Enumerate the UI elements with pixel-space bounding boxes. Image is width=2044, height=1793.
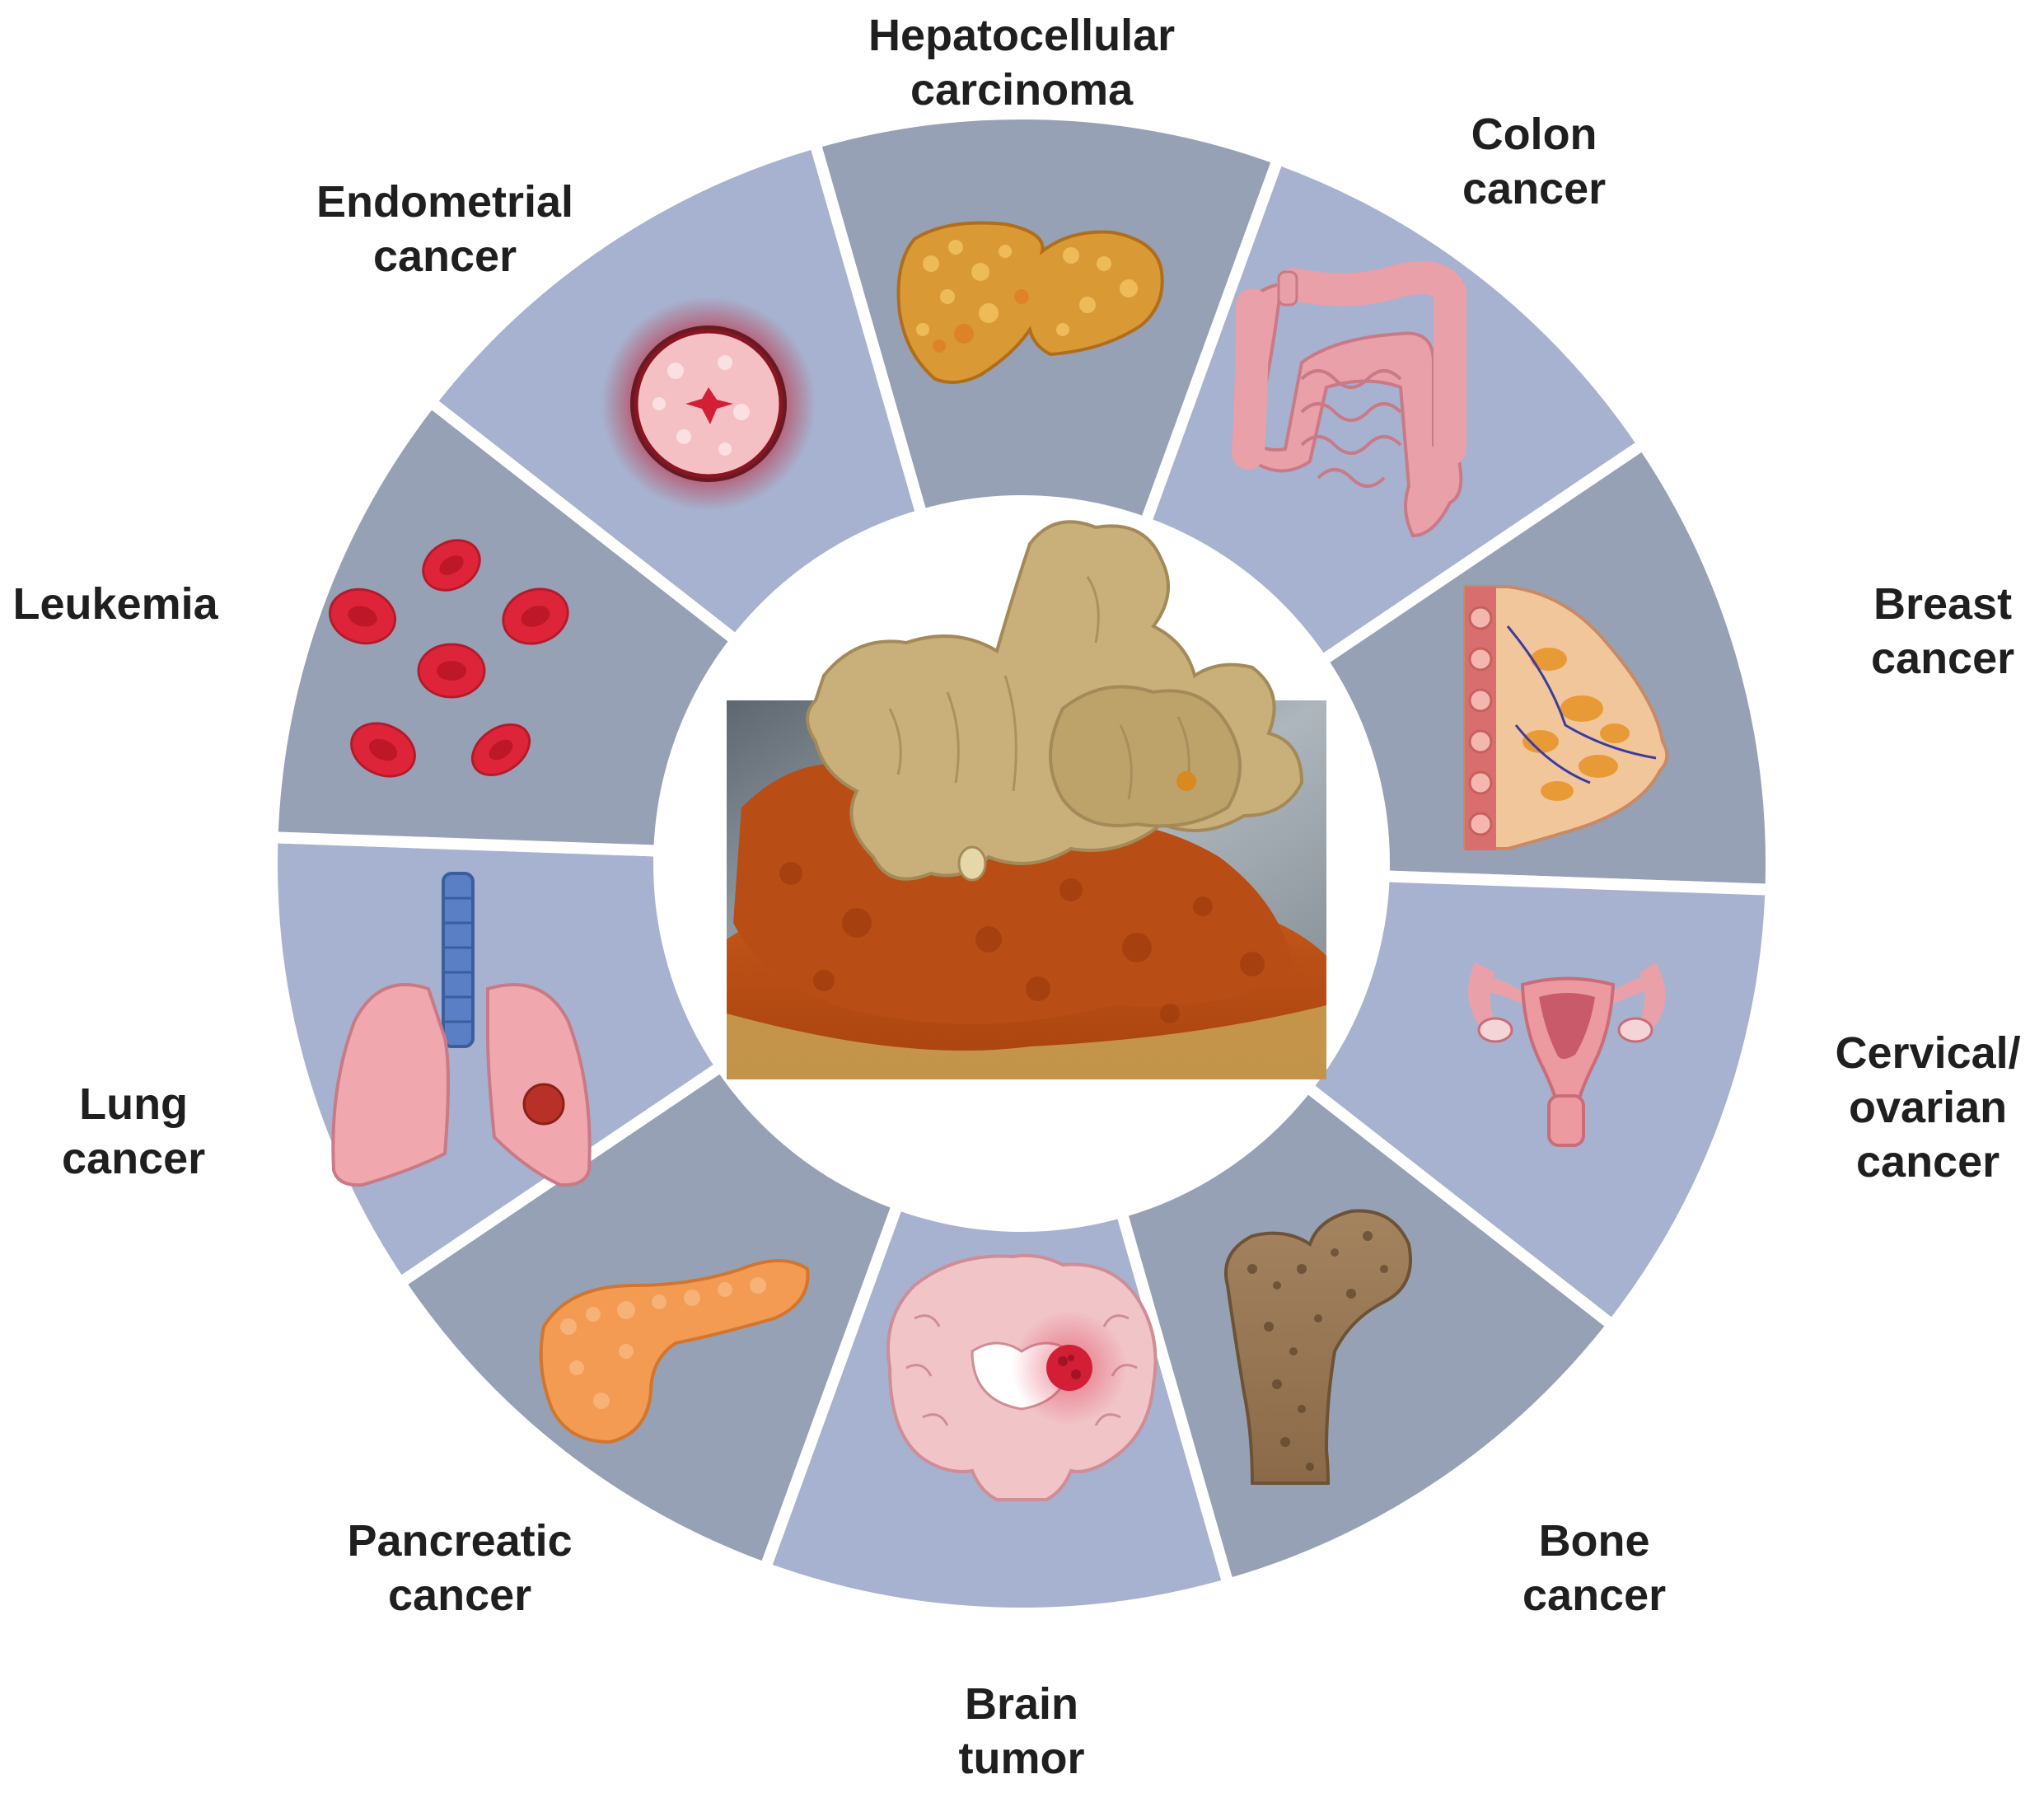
label-line: Pancreatic	[347, 1516, 573, 1566]
endometrium-icon	[601, 297, 816, 511]
intestines-icon	[1232, 261, 1466, 538]
liver-icon	[896, 221, 1164, 384]
label-line: Breast	[1873, 579, 2013, 629]
label-endometrial: Endometrial cancer	[316, 175, 573, 283]
label-line: tumor	[958, 1734, 1085, 1783]
label-leukemia: Leukemia	[13, 577, 218, 631]
ginger-turmeric-image	[727, 520, 1326, 1079]
femur-bone-icon	[1224, 1209, 1412, 1485]
label-line: ovarian	[1849, 1083, 2008, 1132]
label-lung: Lung cancer	[62, 1077, 205, 1186]
label-line: cancer	[62, 1134, 206, 1183]
label-line: cancer	[1522, 1571, 1667, 1620]
label-cervical-ovarian: Cervical/ovarian cancer	[1836, 1026, 2021, 1189]
label-line: Hepatocellular	[868, 11, 1176, 60]
label-line: Brain	[964, 1679, 1079, 1729]
lungs-icon	[331, 872, 592, 1187]
label-line: Leukemia	[12, 579, 218, 629]
label-line: Bone	[1538, 1516, 1650, 1566]
brain-icon	[886, 1253, 1158, 1501]
label-line: Endometrial	[316, 177, 574, 227]
label-breast: Breast cancer	[1871, 577, 2014, 686]
label-line: cancer	[1856, 1137, 2000, 1187]
label-line: carcinoma	[910, 65, 1134, 115]
label-hepatocellular: Hepatocellular carcinoma	[868, 8, 1175, 117]
label-colon: Colon cancer	[1462, 107, 1606, 216]
label-line: Lung	[79, 1079, 189, 1129]
label-pancreatic: Pancreatic cancer	[348, 1514, 573, 1622]
breast-icon	[1463, 585, 1669, 850]
label-line: Colon	[1471, 110, 1597, 159]
pancreas-icon	[539, 1259, 810, 1444]
label-line: Cervical/	[1835, 1028, 2021, 1078]
label-line: cancer	[388, 1571, 532, 1620]
red-blood-cells-icon	[328, 539, 569, 778]
label-line: cancer	[1871, 634, 2015, 683]
uterus-icon	[1468, 962, 1666, 1147]
label-line: cancer	[372, 232, 517, 281]
label-brain: Brain tumor	[959, 1677, 1085, 1786]
label-line: cancer	[1462, 164, 1607, 213]
label-bone: Bone cancer	[1522, 1514, 1666, 1622]
